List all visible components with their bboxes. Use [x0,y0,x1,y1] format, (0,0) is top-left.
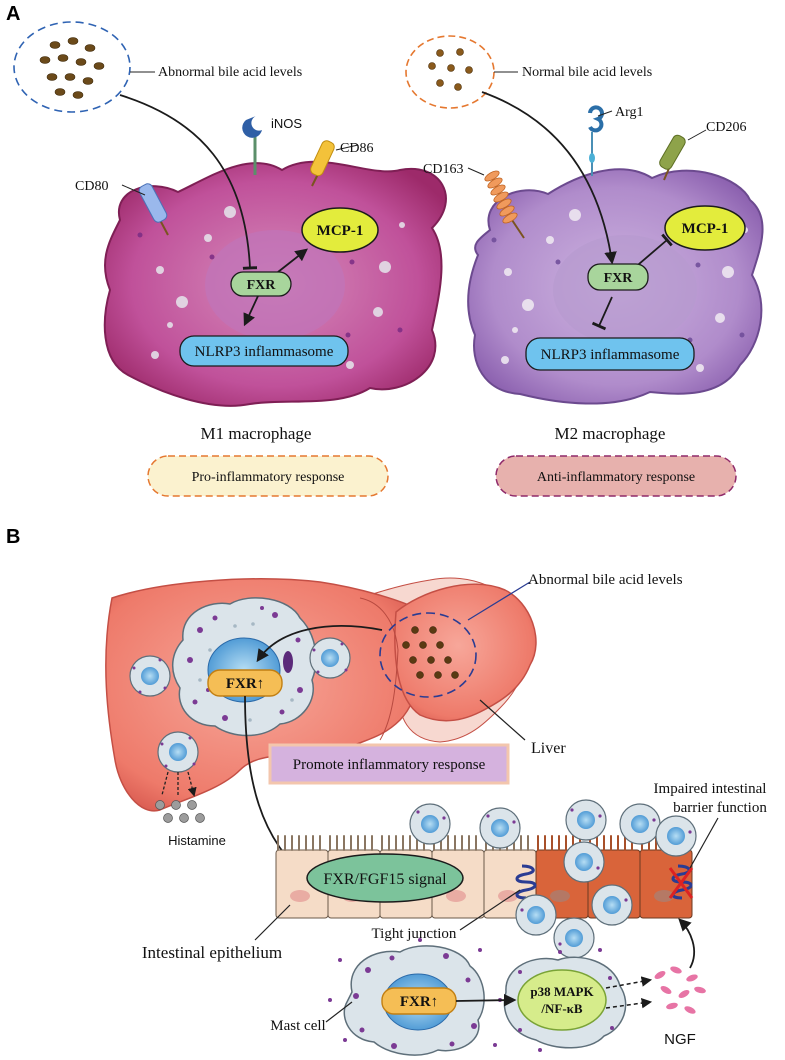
m1-bile-label: Abnormal bile acid levels [158,65,302,80]
cd80-label: CD80 [75,179,108,194]
fxr-fgf15-label: FXR/FGF15 signal [323,871,447,888]
m1-bile-acid-cluster [13,21,131,113]
impaired-label-line2: barrier function [673,800,767,816]
inos-receptor [242,116,262,175]
pro-inflammatory-box: Pro-inflammatory response [147,455,389,497]
cd86-receptor [310,140,335,187]
ngf-label: NGF [664,1031,696,1048]
panel-a-label: A [6,3,20,25]
tight-junction-label: Tight junction [372,926,457,942]
bile-to-liver-fxr-arrow [256,625,383,663]
intestinal-epithelium-label: Intestinal epithelium [142,943,282,962]
anti-inflammatory-box: Anti-inflammatory response [495,455,737,497]
liver-fxr-up-label: FXR↑ [226,676,264,692]
m1-fxr-label: FXR [247,278,277,293]
cd80-receptor [138,183,169,236]
liver-small-mast-cell-bottom [157,731,199,773]
liver-mast-cell [172,597,317,737]
m2-bile-acid-cluster [405,35,495,109]
m2-title: M2 macrophage [555,424,666,443]
anti-inflammatory-label: Anti-inflammatory response [537,470,695,485]
ngf-particles [654,966,706,1014]
m2-fxr-node: FXR [587,263,649,291]
fxr-fgf15-node: FXR/FGF15 signal [306,853,464,903]
impaired-label-line1: Impaired intestinal [654,781,767,797]
m2-mcp1-node: MCP-1 [664,205,746,251]
arg1-receptor [588,105,604,176]
arg1-label: Arg1 [615,105,644,120]
m2-nlrp3-node: NLRP3 inflammasome [525,337,695,371]
liver-bile-label: Abnormal bile acid levels [528,572,683,588]
cd86-label: CD86 [340,141,373,156]
mast-fxr-up-node: FXR↑ [381,987,457,1015]
m1-nlrp3-label: NLRP3 inflammasome [195,344,334,360]
liver-small-mast-cell-right [309,637,351,679]
p38-label-line1: p38 MAPK [530,984,594,999]
pro-inflammatory-label: Pro-inflammatory response [192,470,345,485]
damaged-tight-junction [668,864,694,900]
p38-label-line2: /NF-κB [540,1001,582,1016]
m1-mcp1-node: MCP-1 [301,207,379,253]
m1-title: M1 macrophage [201,424,312,443]
mast-fxr-up-label: FXR↑ [400,994,438,1010]
tight-junction [515,864,537,900]
cd206-label: CD206 [706,120,746,135]
cd206-receptor [659,134,686,181]
m1-nlrp3-node: NLRP3 inflammasome [179,335,349,367]
histamine-label: Histamine [168,833,226,848]
m2-bile-label: Normal bile acid levels [522,65,652,80]
inos-label: iNOS [271,116,302,131]
m2-bile-to-fxr-arrow [481,91,617,265]
liver-small-mast-cell-left [129,655,171,697]
liver-bile-acid-cluster [379,612,477,698]
promote-inflammatory-box: Promote inflammatory response [268,743,510,785]
m2-mcp1-label: MCP-1 [682,221,729,237]
panel-b-label: B [6,526,20,548]
ngf-to-barrier-arrow [678,918,695,969]
m1-fxr-node: FXR [230,271,292,297]
mast-cell-label: Mast cell [270,1018,325,1034]
liver-label: Liver [531,740,566,757]
cd163-receptor [484,170,525,239]
m1-mcp1-label: MCP-1 [317,223,364,239]
histamine-release [155,771,205,823]
cd163-label: CD163 [423,162,463,177]
promote-inflammatory-label: Promote inflammatory response [293,757,486,773]
m2-nlrp3-label: NLRP3 inflammasome [541,347,680,363]
epithelium-mast-cells [409,799,697,959]
liver-fxr-up-node: FXR↑ [207,669,283,697]
p38-cell [498,948,627,1052]
m1-bile-to-fxr-inhibit [119,94,258,270]
m2-fxr-label: FXR [604,271,634,286]
